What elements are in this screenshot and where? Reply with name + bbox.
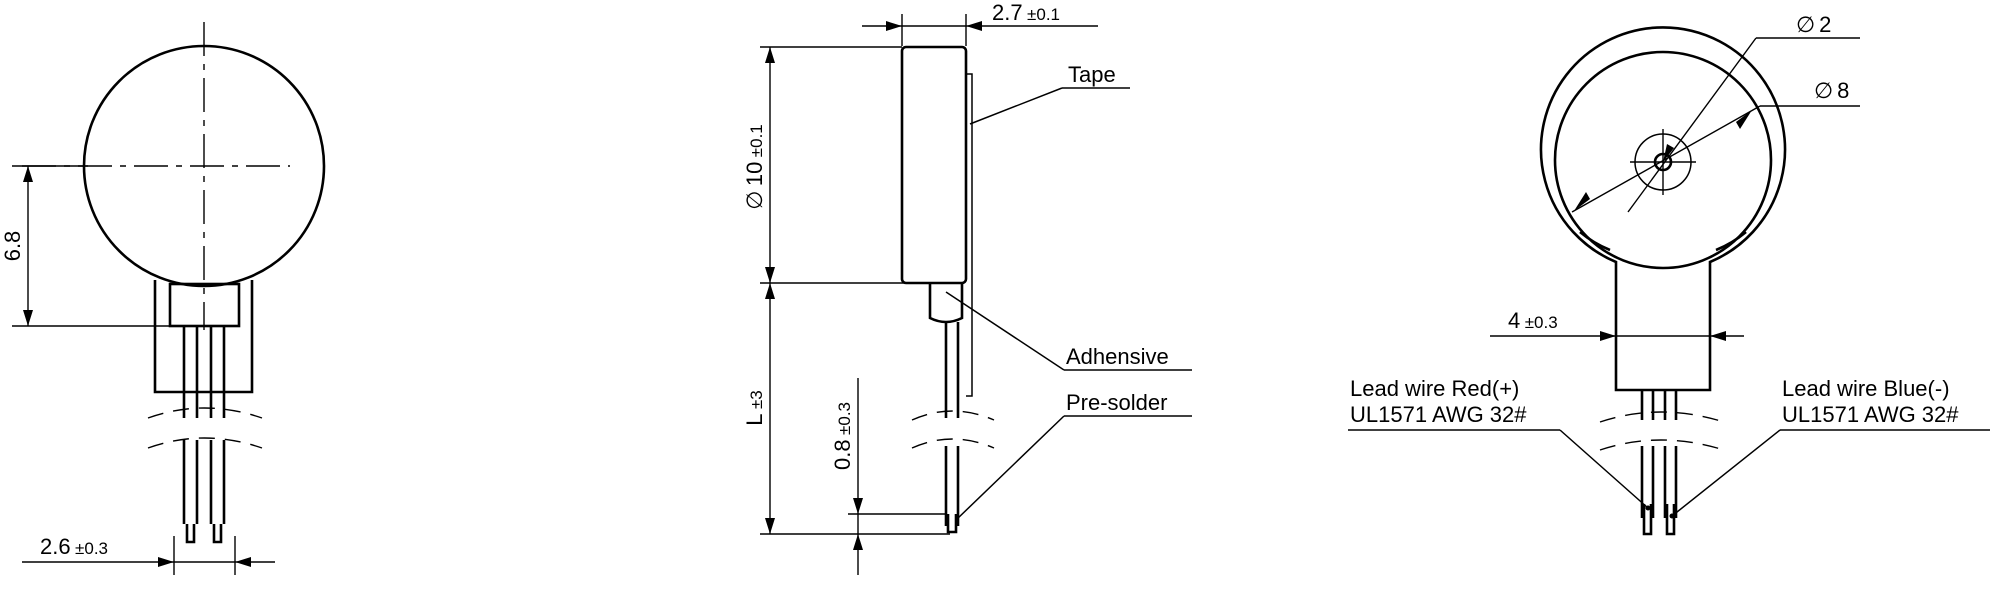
back-break-line-bottom	[1599, 439, 1725, 451]
tape-callout: Tape	[1068, 62, 1116, 87]
front-break-line-bottom	[147, 437, 263, 449]
pre-solder-leader	[955, 415, 1065, 521]
adhesive-block	[928, 283, 964, 324]
red-lead-label-line2: UL1571 AWG 32#	[1350, 402, 1527, 427]
hole-dim-leader	[1627, 37, 1757, 213]
ring-dim-label: ∅8	[1814, 78, 1849, 103]
side-view: 2.7 ±0.1 ∅ 10 ±0.1 L ±3 0.8 ±0.3 Tape Ad…	[742, 0, 1192, 575]
pitch-dim-label: 2.6 ±0.3	[40, 534, 108, 559]
tape-leader	[969, 87, 1063, 125]
thickness-dim-label: 2.7 ±0.1	[992, 0, 1060, 25]
red-lead-leader	[1559, 429, 1649, 509]
red-lead-label-line1: Lead wire Red(+)	[1350, 376, 1519, 401]
pre-solder-callout: Pre-solder	[1066, 390, 1167, 415]
tape-strip	[966, 73, 973, 397]
solder-pad	[168, 282, 241, 328]
lead-tab-outline	[153, 280, 254, 394]
side-break-line-top	[911, 410, 995, 421]
height-dim-label: 6.8	[0, 231, 25, 262]
blue-lead-label-line1: Lead wire Blue(-)	[1782, 376, 1950, 401]
diameter-dim-label: ∅ 10 ±0.1	[742, 124, 767, 210]
adhesive-leader	[945, 291, 1065, 371]
solder-dim-label: 0.8 ±0.3	[830, 402, 855, 470]
front-lead-wires	[182, 326, 226, 544]
tab-width-dim-label: 4 ±0.3	[1508, 308, 1558, 333]
back-lead-wires	[1640, 390, 1678, 536]
inner-ring	[1553, 50, 1773, 270]
back-view: ∅2 ∅8 4 ±0.3 Lead wire Red(+) UL1571 AWG…	[1348, 12, 1990, 536]
blue-lead-label-line2: UL1571 AWG 32#	[1782, 402, 1959, 427]
front-break-line-top	[147, 407, 263, 419]
hole-dim-label: ∅2	[1796, 12, 1831, 37]
lead-length-dim-label: L ±3	[742, 390, 767, 426]
ring-dim-leader	[1571, 105, 1761, 213]
back-break-line-top	[1599, 411, 1725, 423]
side-body	[900, 45, 968, 285]
adhesive-callout: Adhensive	[1066, 344, 1169, 369]
front-view: 6.8 2.6 ±0.3	[0, 22, 326, 575]
side-lead-wire	[944, 322, 960, 534]
blue-lead-leader	[1671, 429, 1781, 517]
side-break-line-bottom	[911, 438, 995, 449]
back-body-outline	[1539, 26, 1787, 392]
